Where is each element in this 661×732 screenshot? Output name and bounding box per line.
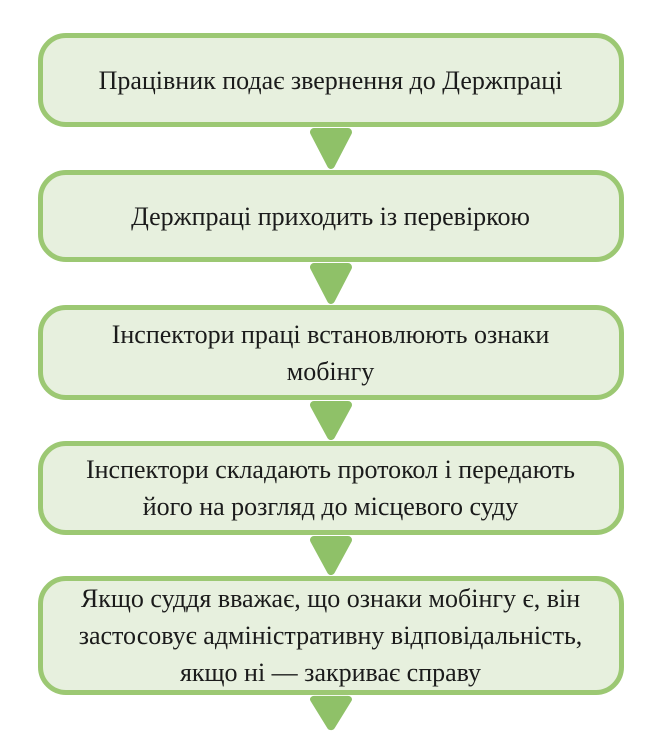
arrow-down-icon bbox=[309, 535, 352, 576]
arrow-down-icon bbox=[309, 263, 352, 304]
flow-step-2: Держпраці приходить із перевіркою bbox=[37, 170, 624, 262]
flow-step-1-label: Працівник подає звернення до Держпраці bbox=[98, 65, 563, 95]
flow-step-3: Інспектори праці встановлюють ознаки моб… bbox=[37, 305, 624, 400]
arrow-down-icon bbox=[309, 695, 352, 731]
flow-step-5: Якщо суддя вважає, що ознаки мобінгу є, … bbox=[37, 576, 624, 695]
flow-step-1: Працівник подає звернення до Держпраці bbox=[37, 33, 624, 127]
flow-step-5-label: Якщо суддя вважає, що ознаки мобінгу є, … bbox=[78, 584, 583, 687]
flow-step-4: Інспектори складають протокол і передают… bbox=[37, 441, 624, 535]
flow-step-3-label: Інспектори праці встановлюють ознаки моб… bbox=[111, 319, 550, 386]
arrow-down-icon bbox=[309, 400, 352, 441]
arrow-down-icon bbox=[309, 128, 352, 169]
flow-step-4-label: Інспектори складають протокол і передают… bbox=[85, 455, 576, 521]
flow-step-2-label: Держпраці приходить із перевіркою bbox=[131, 201, 530, 231]
